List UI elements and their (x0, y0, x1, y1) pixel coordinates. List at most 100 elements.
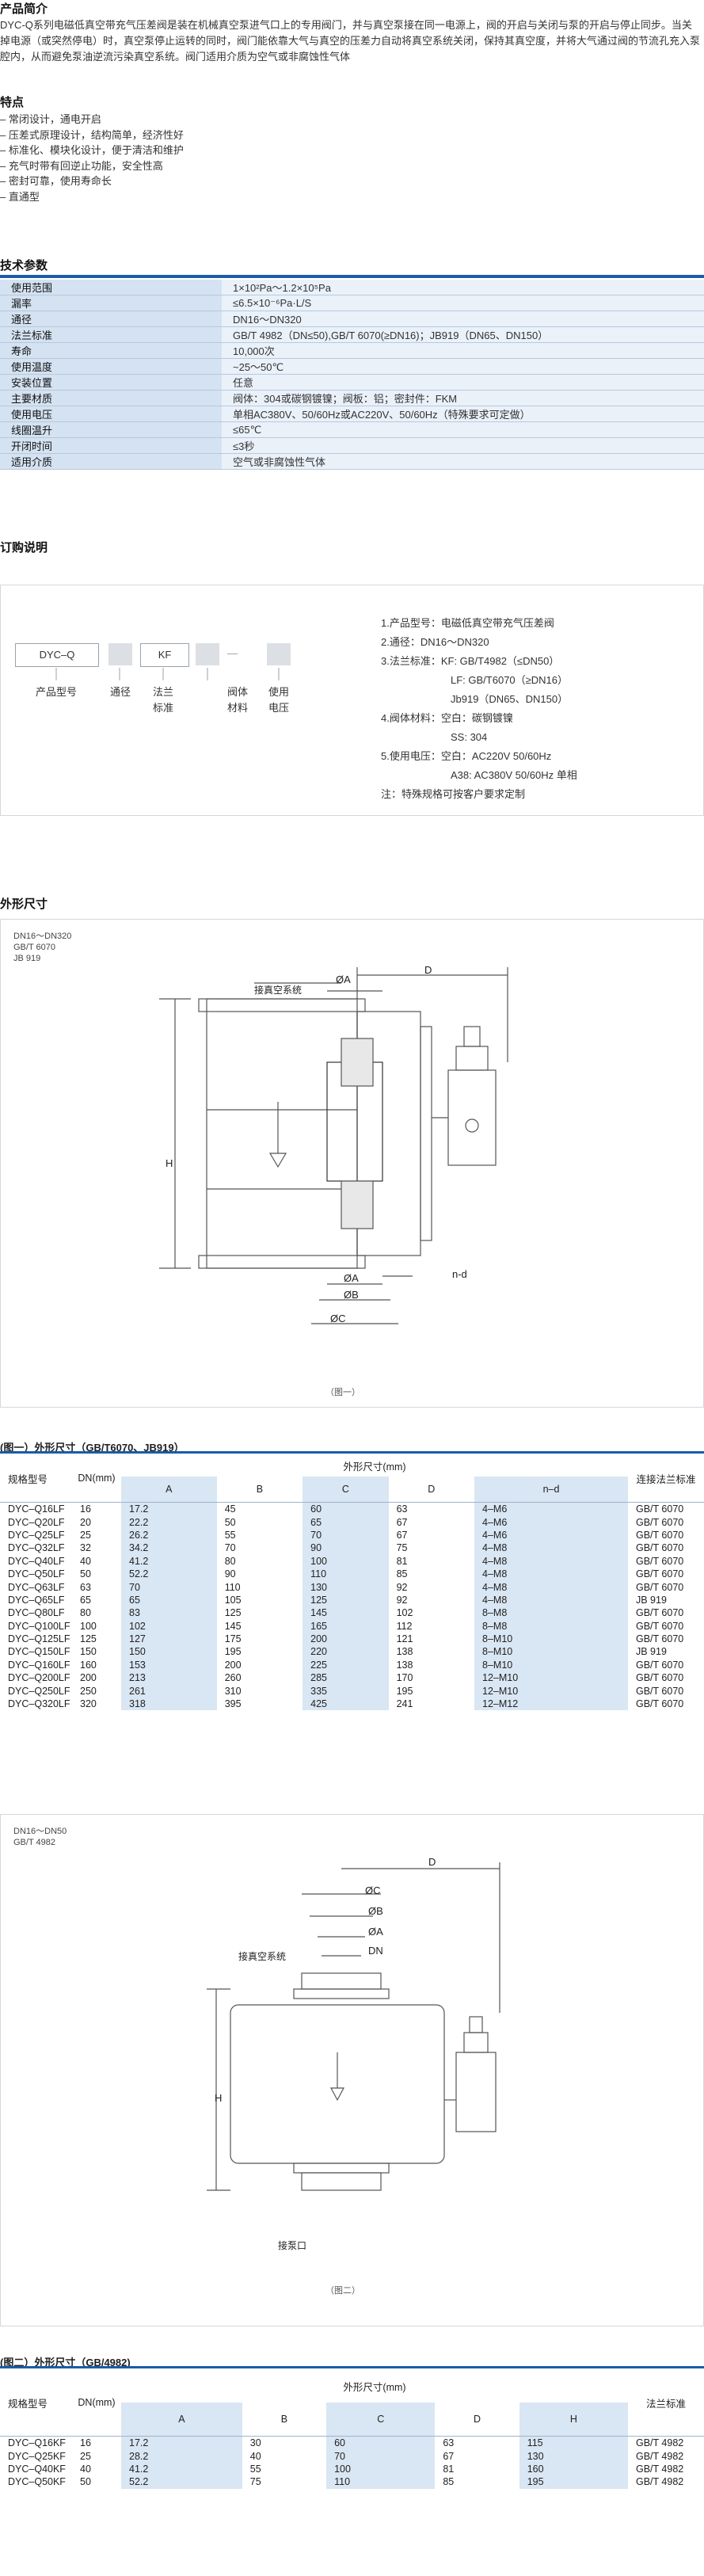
table-cell: 55 (224, 1529, 236, 1541)
table-cell: 40 (80, 2463, 91, 2475)
table-cell: DYC–Q80LF (8, 1607, 65, 1619)
table-cell: DYC–Q16LF (8, 1503, 65, 1515)
table-cell: 130 (519, 2449, 628, 2463)
table-cell: 8–M10 (474, 1632, 628, 1646)
table-cell: 8–M10 (474, 1645, 628, 1659)
table-cell: 100 (326, 2462, 436, 2476)
table-cell: 4–M8 (474, 1593, 628, 1607)
table-2-col-a: A (121, 2403, 242, 2437)
table-cell: GB/T 4982 (636, 2437, 684, 2449)
table-cell: 50 (80, 1568, 91, 1580)
table-cell: 83 (121, 1606, 217, 1620)
table-cell: DYC–Q25LF (8, 1529, 65, 1541)
order-spec-item: 4.阀体材料：空白：碳钢镀镍 (381, 712, 513, 724)
table-2-header-dn: DN(mm) (72, 2369, 121, 2437)
spec-row: 漏率≤6.5×10⁻⁶Pa·L/S (0, 295, 704, 311)
spec-value: 1×10²Pa～1.2×10⁵Pa (222, 280, 704, 295)
spec-row: 安装位置任意 (0, 374, 704, 391)
table-2-title: (图二）外形尺寸（GB/4982) (0, 2357, 131, 2368)
figure-1-caption: （图一） (325, 1388, 360, 1397)
figure-2-label-pump: 接泵口 (278, 2240, 307, 2251)
table-cell: 425 (303, 1697, 389, 1711)
table-cell: 60 (326, 2436, 436, 2450)
table-cell: 26.2 (121, 1528, 217, 1542)
table-cell: 17.2 (121, 2436, 242, 2450)
table-cell: 75 (249, 2476, 261, 2488)
table-2-header-flange: 法兰标准 (628, 2369, 704, 2437)
table-cell: DYC–Q150LF (8, 1646, 70, 1658)
table-cell: GB/T 4982 (636, 2450, 684, 2462)
order-label-model: 产品型号 (35, 686, 77, 698)
table-cell: 100 (80, 1620, 97, 1632)
features-list: 常闭设计，通电开启 压差式原理设计，结构简单，经济性好 标准化、模块化设计，便于… (0, 112, 184, 204)
table-cell: 41.2 (121, 1554, 217, 1568)
table-cell: GB/T 6070 (636, 1698, 684, 1710)
figure-2-label-d: D (428, 1856, 436, 1868)
table-cell: GB/T 6070 (636, 1620, 684, 1632)
spec-value: 单相AC380V、50/60Hz或AC220V、50/60Hz（特殊要求可定做） (222, 406, 704, 422)
table-cell: DYC–Q20LF (8, 1516, 65, 1528)
table-cell: 50 (80, 2476, 91, 2488)
table-cell: 92 (396, 1594, 408, 1606)
spec-value: ~25～50℃ (222, 358, 704, 375)
table-cell: 40 (80, 1555, 91, 1567)
table-cell: GB/T 6070 (636, 1659, 684, 1671)
table-cell: 25 (80, 2450, 91, 2462)
table-cell: 285 (303, 1671, 389, 1685)
figure-2-label-b: ØB (368, 1905, 383, 1917)
spec-value: ≤65℃ (222, 421, 704, 438)
table-cell: 80 (224, 1555, 236, 1567)
table-cell: 112 (396, 1620, 413, 1632)
table-1-header-flange: 连接法兰标准 (628, 1454, 704, 1503)
spec-row: 主要材质阀体：304或碳钢镀镍；阀板：铝；密封件：FKM (0, 390, 704, 406)
table-cell: GB/T 6070 (636, 1672, 684, 1684)
table-2-col-b: B (242, 2403, 327, 2437)
order-box-voltage (267, 643, 291, 665)
order-spec-item: SS: 304 (451, 731, 488, 743)
table-cell: GB/T 6070 (636, 1568, 684, 1580)
figure-1-drawing (159, 967, 508, 1324)
order-box-model: DYC–Q (15, 643, 99, 667)
table-cell: 55 (249, 2463, 261, 2475)
figure-2-label-interface: 接真空系统 (238, 1951, 287, 1962)
table-cell: 130 (303, 1580, 389, 1594)
table-cell: 70 (224, 1542, 236, 1554)
order-spec-item: 3.法兰标准：KF: GB/T4982（≤DN50） (381, 655, 560, 667)
order-panel: DYC–Q KF — 产品型号 通径 法兰 标准 阀体 材料 使用 电压 1.产… (0, 585, 704, 816)
table-cell: 150 (121, 1645, 217, 1659)
table-cell: 70 (326, 2449, 436, 2463)
table-cell: 145 (303, 1606, 389, 1620)
table-cell: 335 (303, 1684, 389, 1698)
table-cell: 175 (224, 1633, 242, 1645)
spec-row: 线圈温升≤65℃ (0, 421, 704, 438)
table-cell: 200 (80, 1672, 97, 1684)
table-cell: 70 (121, 1580, 217, 1594)
spec-key: 线圈温升 (0, 421, 222, 438)
spec-key: 法兰标准 (0, 326, 222, 343)
table-cell: 100 (303, 1554, 389, 1568)
table-cell: DYC–Q125LF (8, 1633, 70, 1645)
table-cell: 80 (80, 1607, 91, 1619)
table-cell: 90 (224, 1568, 236, 1580)
figure-2-caption: （图二） (325, 2286, 360, 2296)
figure-1-panel: DN16～DN320 GB/T 6070 JB 919 (0, 919, 704, 1408)
table-1-header-model: 规格型号 (0, 1454, 72, 1503)
table-1: 规格型号 DN(mm) 外形尺寸(mm) 连接法兰标准 A B C D n–d … (0, 1454, 704, 1711)
table-cell: DYC–Q50KF (8, 2476, 66, 2488)
table-cell: 138 (396, 1646, 413, 1658)
feature-item: 常闭设计，通电开启 (0, 112, 184, 128)
table-cell: 45 (224, 1503, 236, 1515)
table-cell: DYC–Q25KF (8, 2450, 66, 2462)
figure-1-label-h: H (166, 1157, 173, 1169)
table-cell: 4–M8 (474, 1541, 628, 1555)
table-cell: 4–M6 (474, 1515, 628, 1529)
table-cell: 40 (249, 2450, 261, 2462)
table-cell: JB 919 (636, 1646, 667, 1658)
table-cell: 310 (224, 1685, 242, 1697)
